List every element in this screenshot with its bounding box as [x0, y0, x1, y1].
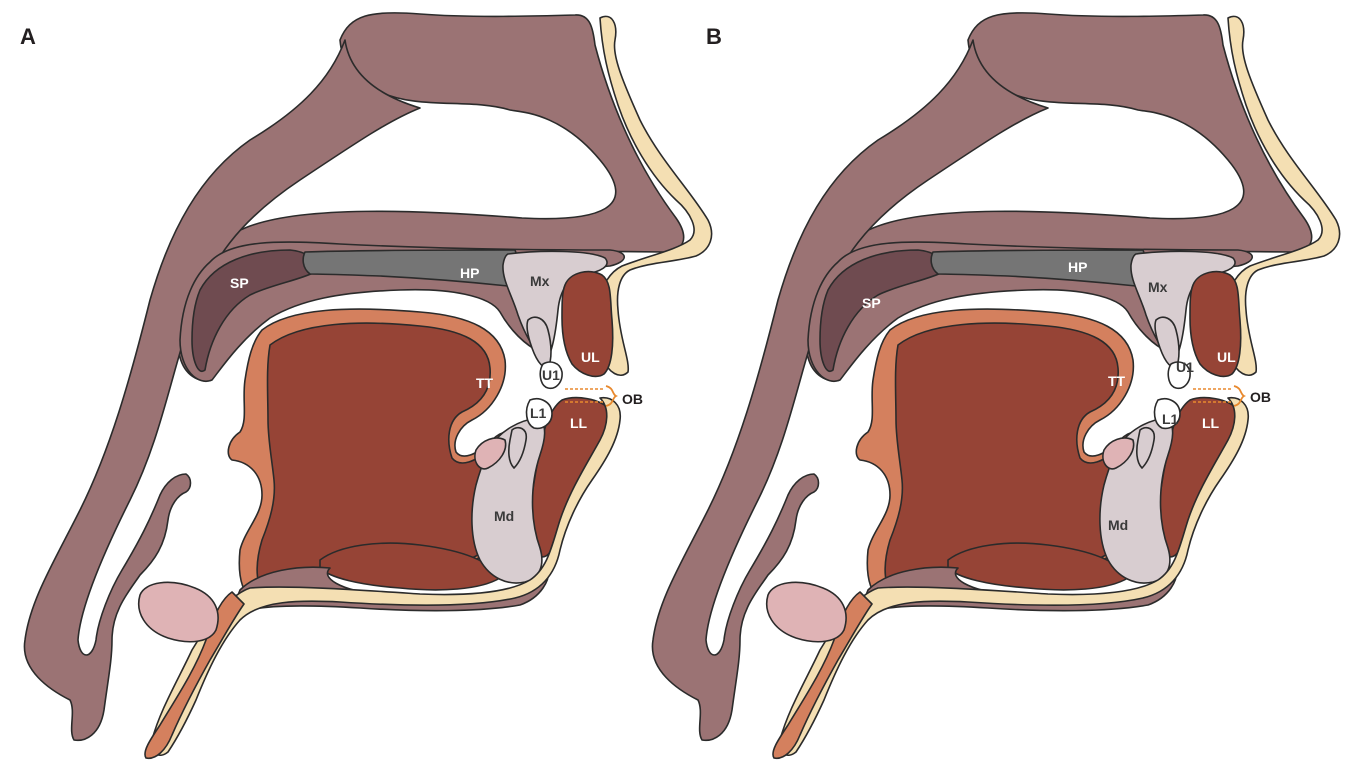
label-sp: SP: [862, 295, 881, 311]
label-l1: L1: [1162, 411, 1179, 427]
label-u1: U1: [1176, 359, 1194, 375]
label-hp: HP: [1068, 259, 1087, 275]
label-mx: Mx: [530, 273, 550, 289]
label-ob: OB: [1250, 389, 1271, 405]
label-hp: HP: [460, 265, 479, 281]
label-tt: TT: [476, 375, 494, 391]
label-ll: LL: [1202, 415, 1220, 431]
label-u1: U1: [542, 367, 560, 383]
panel-letter-a: A: [20, 24, 36, 49]
label-tt: TT: [1108, 373, 1126, 389]
label-mx: Mx: [1148, 279, 1168, 295]
panel-b: B SP HP Mx UL TT U1 OB L1 LL Md: [652, 13, 1339, 758]
label-md: Md: [1108, 517, 1128, 533]
label-ul: UL: [581, 349, 600, 365]
head-illustration-a: [24, 13, 711, 758]
panel-letter-b: B: [706, 24, 722, 49]
label-l1: L1: [530, 405, 547, 421]
label-ll: LL: [570, 415, 588, 431]
label-md: Md: [494, 508, 514, 524]
label-sp: SP: [230, 275, 249, 291]
label-ob: OB: [622, 391, 643, 407]
label-ul: UL: [1217, 349, 1236, 365]
panel-a: A SP HP Mx UL TT U1 OB L1 LL Md: [20, 13, 712, 758]
head-illustration-b: [652, 13, 1339, 758]
